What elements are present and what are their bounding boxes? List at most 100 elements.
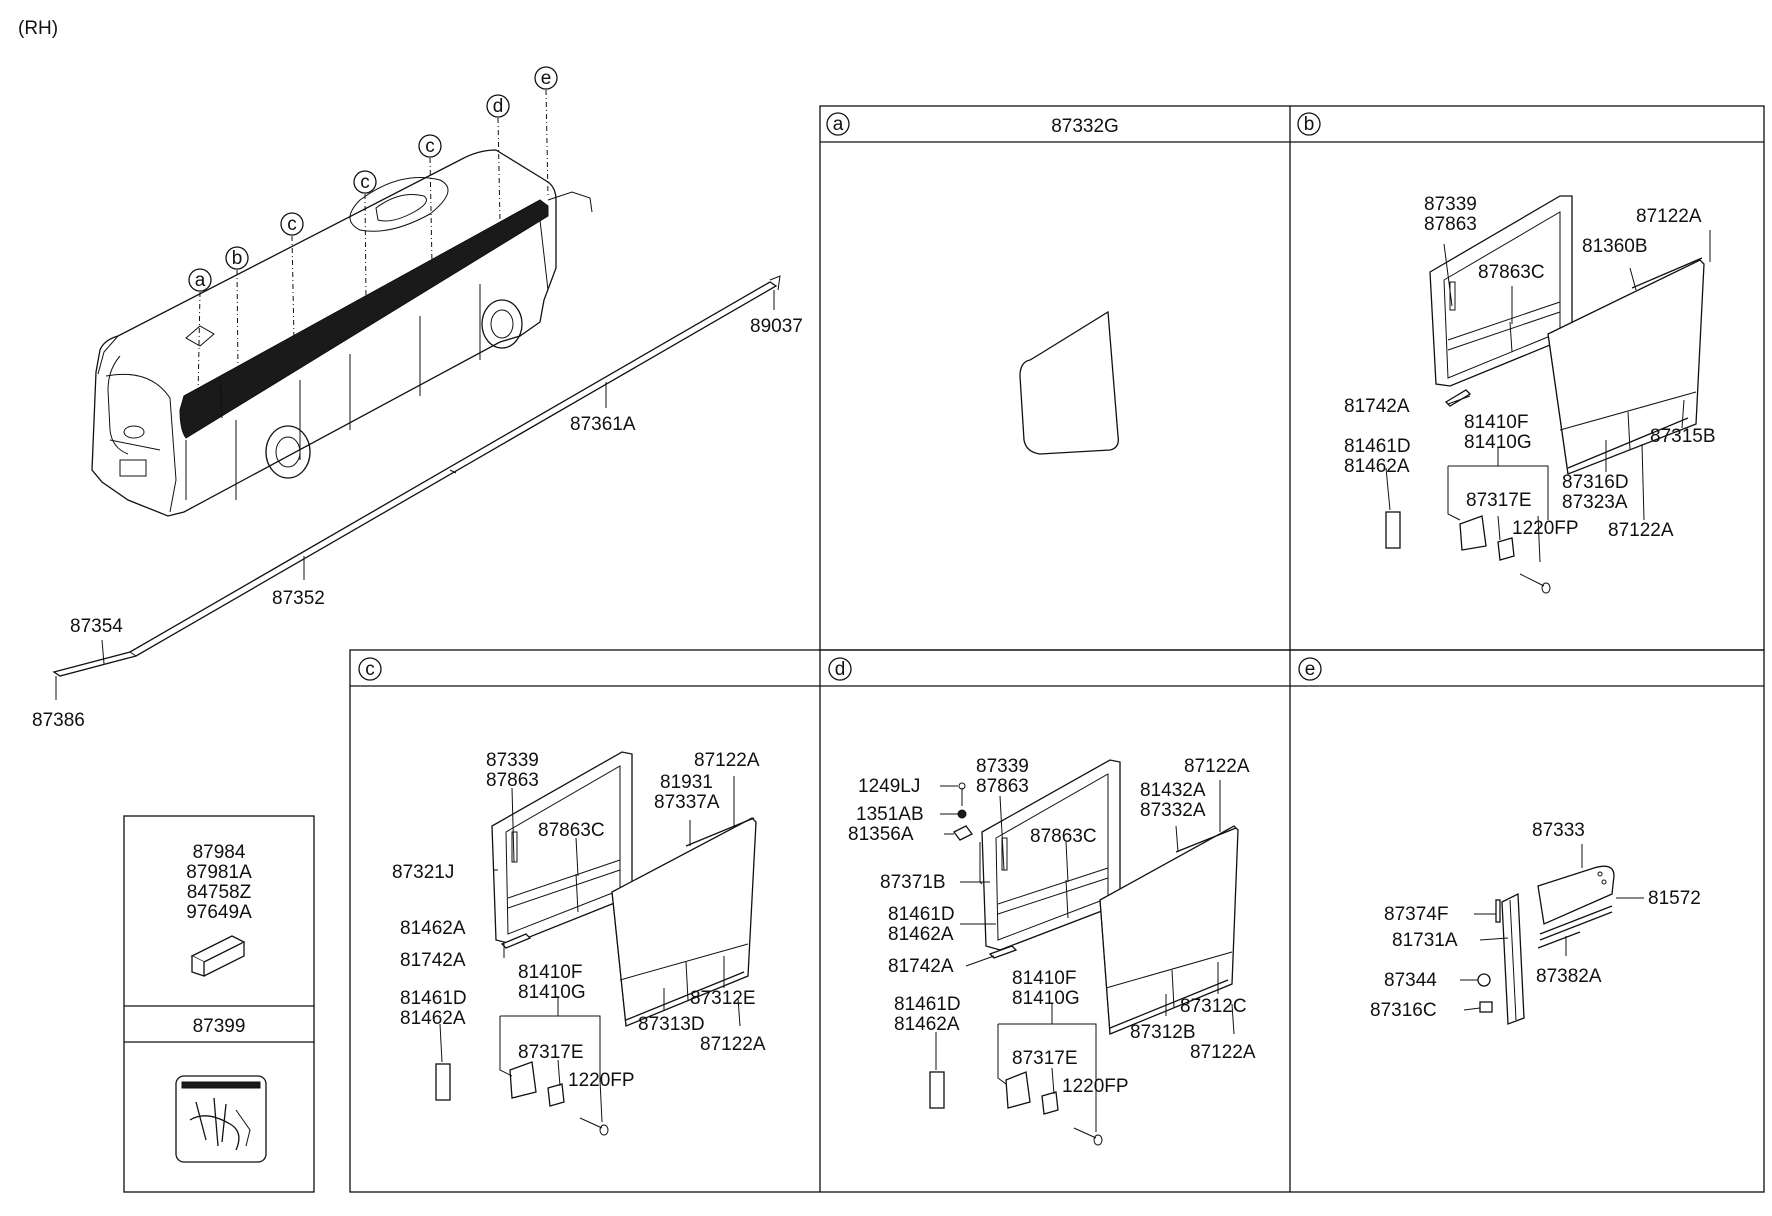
panel-c: c 87339 87863 87122A [358,657,766,1136]
corner-glass-e[interactable] [1537,865,1615,925]
svg-text:81731A: 81731A [1392,930,1458,951]
panel-d-letter: d [835,659,846,680]
panel-d: d [828,657,1256,1146]
svg-text:87382A: 87382A [1536,966,1602,987]
panel-a-title: 87332G [1051,116,1119,137]
svg-text:1220FP: 1220FP [1062,1076,1129,1097]
svg-text:81410F: 81410F [1012,968,1076,989]
svg-text:87337A: 87337A [654,792,720,813]
panel-e-letter: e [1305,659,1316,680]
svg-text:87313D: 87313D [638,1014,705,1035]
svg-text:87312C: 87312C [1180,996,1247,1017]
svg-text:87323A: 87323A [1562,492,1628,513]
callout-c3[interactable]: c [418,134,442,265]
svg-text:d: d [493,96,504,117]
callout-e[interactable]: e [534,66,558,197]
svg-text:87339: 87339 [976,756,1029,777]
moulding-strip [52,275,781,700]
svg-text:87321J: 87321J [392,862,454,883]
rear-wheel [265,425,311,479]
panel-e: e 87333 87374F 81572 81731A 87344 87382A… [1298,657,1701,1025]
svg-text:87317E: 87317E [1466,490,1532,511]
svg-text:87122A: 87122A [694,750,760,771]
callout-c1[interactable]: c [280,212,304,343]
panel-grid [349,105,1765,1193]
svg-text:1220FP: 1220FP [568,1070,635,1091]
svg-text:81462A: 81462A [894,1014,960,1035]
svg-text:1220FP: 1220FP [1512,518,1579,539]
front-wheel [481,299,523,349]
panel-a-letter: a [833,114,844,135]
svg-text:81462A: 81462A [1344,456,1410,477]
svg-text:81742A: 81742A [400,950,466,971]
panel-b: b 87339 [1297,112,1716,594]
panel-a: a 87332G [826,112,1119,455]
svg-text:87981A: 87981A [186,862,252,883]
side-label: (RH) [18,18,58,39]
svg-text:c: c [360,172,370,193]
bus-overview: a b c c c d e [91,66,593,517]
svg-text:81461D: 81461D [888,904,955,925]
svg-text:81742A: 81742A [888,956,954,977]
svg-text:87863: 87863 [976,776,1029,797]
svg-text:81572: 81572 [1648,888,1701,909]
label-87386: 87386 [32,710,85,731]
svg-text:87122A: 87122A [1636,206,1702,227]
panel-b-letter: b [1304,114,1315,135]
svg-text:81432A: 81432A [1140,780,1206,801]
svg-text:81410G: 81410G [1012,988,1080,1009]
corner-glass[interactable] [1019,310,1119,455]
svg-text:81931: 81931 [660,772,713,793]
callout-a[interactable]: a [188,268,212,399]
svg-text:81742A: 81742A [1344,396,1410,417]
kit-label-87399: 87399 [193,1016,246,1037]
svg-text:a: a [195,270,206,291]
svg-text:87316D: 87316D [1562,472,1629,493]
label-87361a: 87361A [570,414,636,435]
svg-text:81410F: 81410F [1464,412,1528,433]
svg-text:87312B: 87312B [1130,1022,1196,1043]
svg-text:87344: 87344 [1384,970,1437,991]
svg-text:87122A: 87122A [1184,756,1250,777]
svg-text:97649A: 97649A [186,902,252,923]
svg-text:87863C: 87863C [538,820,605,841]
svg-text:87863: 87863 [1424,214,1477,235]
svg-text:87374F: 87374F [1384,904,1448,925]
label-87354: 87354 [70,616,123,637]
svg-text:87863C: 87863C [1030,826,1097,847]
svg-text:81462A: 81462A [400,1008,466,1029]
label-87352: 87352 [272,588,325,609]
svg-text:87122A: 87122A [1608,520,1674,541]
callout-b[interactable]: b [225,246,249,373]
svg-text:b: b [232,248,243,269]
svg-text:87312E: 87312E [690,988,756,1009]
svg-text:87339: 87339 [486,750,539,771]
svg-text:81462A: 81462A [888,924,954,945]
window-band [179,199,549,439]
svg-text:84758Z: 84758Z [187,882,252,903]
svg-text:e: e [541,68,552,89]
svg-text:81410F: 81410F [518,962,582,983]
svg-text:c: c [425,136,435,157]
svg-text:87317E: 87317E [1012,1048,1078,1069]
panel-c-letter: c [365,659,375,680]
svg-text:87315B: 87315B [1650,426,1716,447]
svg-text:87122A: 87122A [1190,1042,1256,1063]
svg-text:1351AB: 1351AB [856,804,924,825]
svg-text:87317E: 87317E [518,1042,584,1063]
svg-text:87332A: 87332A [1140,800,1206,821]
svg-text:81356A: 81356A [848,824,914,845]
svg-text:81461D: 81461D [400,988,467,1009]
svg-text:87984: 87984 [193,842,246,863]
svg-text:87316C: 87316C [1370,1000,1437,1021]
svg-text:87863: 87863 [486,770,539,791]
callout-c2[interactable]: c [353,170,377,301]
warning-sticker[interactable] [175,1075,267,1163]
svg-text:87863C: 87863C [1478,262,1545,283]
svg-text:81410G: 81410G [1464,432,1532,453]
callout-d[interactable]: d [486,94,510,223]
svg-text:87122A: 87122A [700,1034,766,1055]
svg-text:1249LJ: 1249LJ [858,776,920,797]
